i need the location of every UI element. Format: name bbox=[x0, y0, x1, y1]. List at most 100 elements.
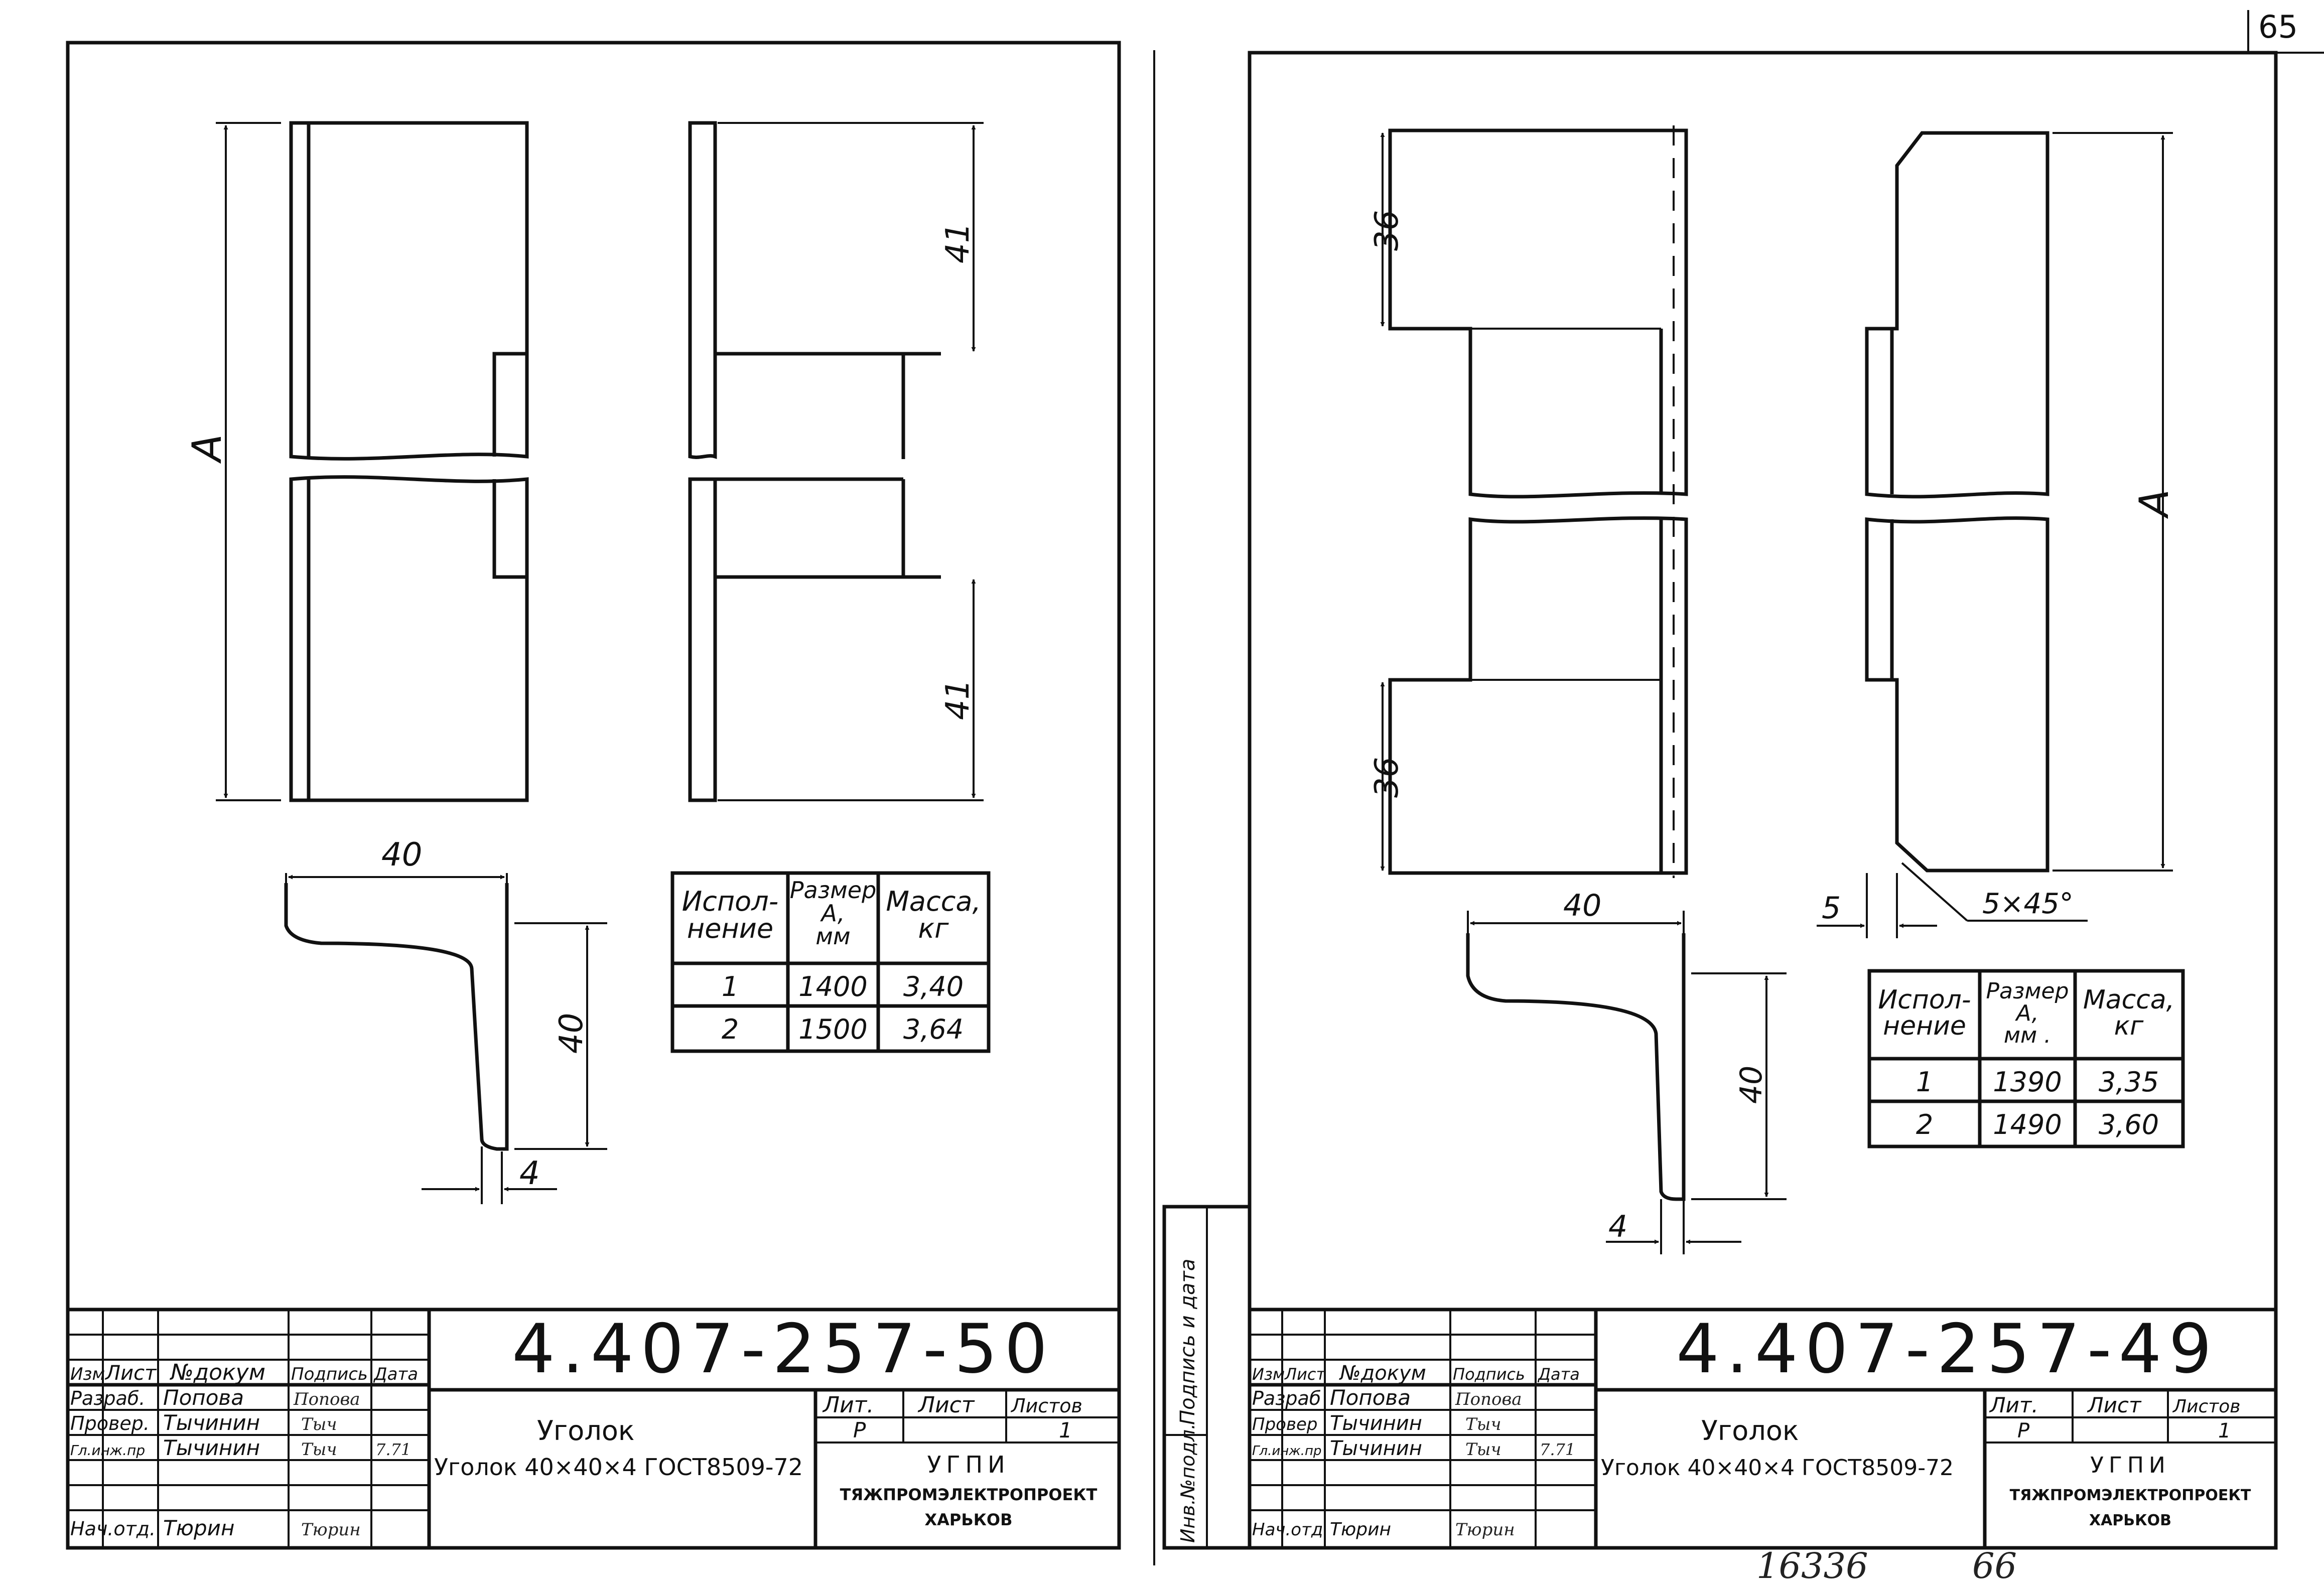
text-label: 41 bbox=[939, 679, 977, 720]
text-label: Подпись bbox=[1453, 1365, 1525, 1384]
text-label: 3,35 bbox=[2099, 1066, 2159, 1098]
sheet-right: Подпись и дата Инв.№подл. 36 36 A bbox=[1162, 51, 2278, 1550]
side-view: 41 41 bbox=[688, 121, 984, 802]
text-label: Тычинин bbox=[1330, 1437, 1422, 1460]
text-label: 5×45° bbox=[1982, 888, 2074, 920]
text-label: Изм bbox=[70, 1364, 105, 1384]
material: Уголок 40×40×4 ГОСТ8509-72 bbox=[434, 1454, 803, 1481]
text-label: 40 bbox=[1563, 888, 1601, 923]
front-view: A 5 5×45° bbox=[1817, 131, 2177, 938]
text-label: 1 bbox=[1916, 1066, 1933, 1098]
text-label: Тычинин bbox=[163, 1435, 260, 1460]
text-label: Масса,кг bbox=[886, 886, 981, 944]
text-label: Тыч bbox=[301, 1414, 337, 1434]
text-label: A bbox=[2131, 489, 2177, 519]
text-label: Листов bbox=[1010, 1395, 1082, 1417]
text-label: 5 bbox=[1822, 891, 1841, 926]
text-label: Нач.отд. bbox=[70, 1518, 156, 1540]
text-label: Попова bbox=[1455, 1389, 1522, 1409]
text-label: 65 bbox=[2258, 9, 2298, 45]
bottom-note-number: 16336 bbox=[1756, 1545, 1868, 1586]
text-label: 1390 bbox=[1993, 1066, 2062, 1098]
text-label: Тычинин bbox=[1330, 1412, 1422, 1435]
text-label: Нач.отд bbox=[1252, 1520, 1323, 1540]
text-label: Провер bbox=[1252, 1414, 1318, 1434]
dim-a-label: A bbox=[184, 434, 230, 464]
text-label: Р bbox=[853, 1418, 866, 1442]
text-label: 3,60 bbox=[2099, 1109, 2159, 1140]
text-label: Листов bbox=[2172, 1396, 2240, 1417]
page-number: 65 bbox=[2247, 9, 2324, 54]
text-label: Провер. bbox=[70, 1412, 150, 1434]
text-label: Лист bbox=[2087, 1393, 2142, 1417]
text-label: 1 bbox=[1059, 1418, 1072, 1442]
text-label: 4 bbox=[519, 1155, 540, 1192]
text-label: 40 bbox=[1734, 1066, 1769, 1104]
text-label: 1500 bbox=[798, 1014, 867, 1045]
side-view: 36 36 bbox=[1369, 125, 1688, 878]
designation: 4.407-257-49 bbox=[1676, 1310, 2219, 1388]
text-label: 3,64 bbox=[903, 1014, 964, 1045]
text-label: Гл.инж.пр bbox=[1252, 1443, 1321, 1459]
text-label: УГПИ bbox=[927, 1451, 1010, 1478]
text-label: 4 bbox=[1608, 1209, 1627, 1244]
text-label: 36 bbox=[1369, 210, 1406, 251]
text-label: УГПИ bbox=[2090, 1453, 2170, 1478]
section-view: 40 40 4 bbox=[284, 836, 607, 1204]
text-label: 40 bbox=[381, 836, 422, 874]
text-label: Тыч bbox=[301, 1439, 337, 1460]
text-label: Тюрин bbox=[1455, 1520, 1515, 1540]
text-label: Тюрин bbox=[1330, 1519, 1391, 1540]
text-label: ХАРЬКОВ bbox=[924, 1510, 1012, 1529]
text-label: Изм bbox=[1252, 1365, 1285, 1384]
text-label: Дата bbox=[1537, 1365, 1580, 1384]
text-label: Лист bbox=[1284, 1365, 1326, 1384]
text-label: Р bbox=[2017, 1419, 2030, 1442]
designation: 4.407-257-50 bbox=[512, 1310, 1054, 1388]
text-label: 1400 bbox=[798, 971, 867, 1002]
text-label: Дата bbox=[373, 1364, 418, 1384]
text-label: 7.71 bbox=[375, 1440, 411, 1459]
text-label: 3,40 bbox=[903, 971, 964, 1002]
text-label: 2 bbox=[1916, 1109, 1933, 1140]
text-label: Тюрин bbox=[301, 1520, 361, 1540]
text-label: Разраб bbox=[1252, 1387, 1321, 1409]
text-label: ТЯЖПРОМЭЛЕКТРОПРОЕКТ bbox=[2010, 1487, 2251, 1504]
section-view: 40 40 4 bbox=[1466, 888, 1787, 1254]
text-label: Лист bbox=[104, 1362, 157, 1385]
text-label: Лист bbox=[917, 1392, 975, 1418]
text-label: Испол-нение bbox=[1878, 985, 1971, 1041]
text-label: Попова bbox=[163, 1385, 244, 1410]
side-label-inv: Инв.№подл. bbox=[1177, 1423, 1199, 1543]
part-name: Уголок bbox=[537, 1415, 634, 1447]
text-label: Разраб. bbox=[70, 1387, 145, 1409]
text-label: Лит. bbox=[822, 1392, 874, 1418]
text-label: Испол-нение bbox=[682, 886, 778, 944]
text-label: Тычинин bbox=[163, 1410, 260, 1435]
text-label: 36 bbox=[1369, 757, 1406, 798]
text-label: №докум bbox=[169, 1360, 265, 1385]
text-label: 1 bbox=[2218, 1419, 2231, 1442]
text-label: 2 bbox=[722, 1014, 739, 1045]
sheet-left: A 41 41 40 40 bbox=[66, 41, 1121, 1550]
text-label: Тыч bbox=[1465, 1439, 1501, 1460]
material: Уголок 40×40×4 ГОСТ8509-72 bbox=[1601, 1455, 1954, 1481]
text-label: 40 bbox=[553, 1013, 590, 1054]
text-label: №докум bbox=[1339, 1362, 1426, 1385]
text-label: Масса,кг bbox=[2083, 985, 2174, 1041]
text-label: Тюрин bbox=[163, 1516, 234, 1540]
front-view: A bbox=[184, 121, 529, 802]
title-block: Изм Лист №докум Подпись Дата Разраб Попо… bbox=[1248, 1308, 2278, 1550]
text-label: 7.71 bbox=[1540, 1440, 1575, 1459]
text-label: Подпись bbox=[291, 1364, 368, 1384]
part-name: Уголок bbox=[1701, 1415, 1799, 1447]
text-label: ТЯЖПРОМЭЛЕКТРОПРОЕКТ bbox=[840, 1485, 1098, 1504]
text-label: 1490 bbox=[1993, 1109, 2062, 1140]
text-label: Гл.инж.пр bbox=[70, 1442, 145, 1459]
text-label: ХАРЬКОВ bbox=[2089, 1512, 2171, 1529]
